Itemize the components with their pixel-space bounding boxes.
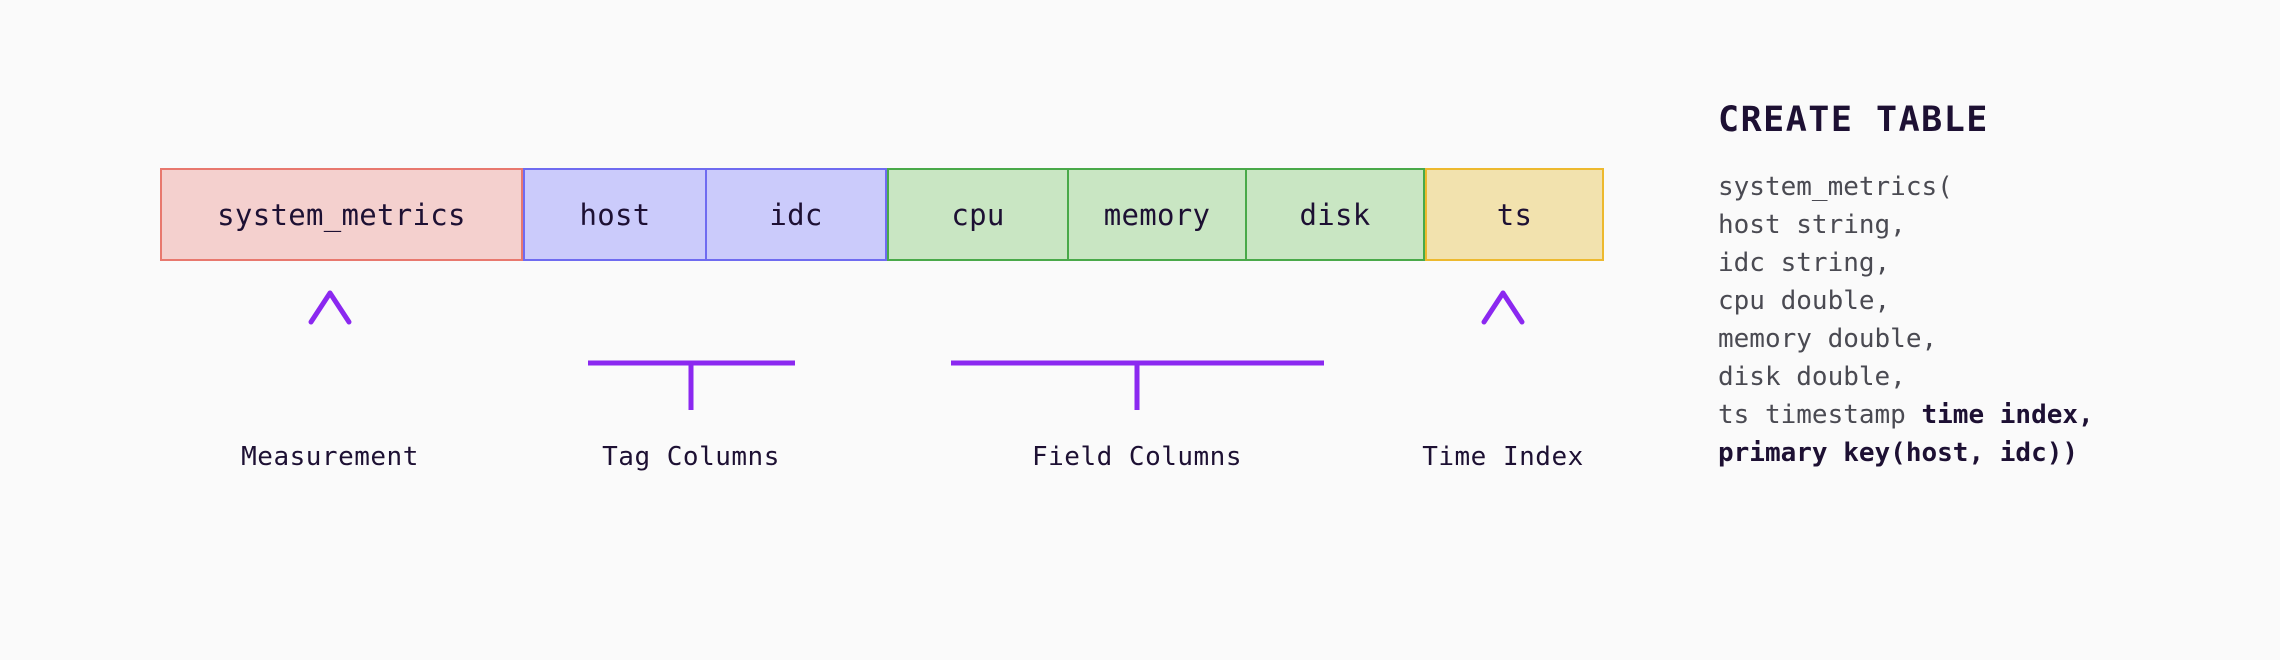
cell-memory[interactable]: memory xyxy=(1067,170,1245,259)
group-time-index[interactable]: ts xyxy=(1425,168,1604,261)
create-table-panel: CREATE TABLE system_metrics( host string… xyxy=(1718,100,2238,472)
code-line: disk double, xyxy=(1718,362,1906,392)
code-line: cpu double, xyxy=(1718,286,1891,316)
cell-idc[interactable]: idc xyxy=(705,170,885,259)
cell-cpu[interactable]: cpu xyxy=(951,197,1005,232)
label-measurement: Measurement xyxy=(241,442,419,472)
code-line: system_metrics( xyxy=(1718,172,1953,202)
bracket-tag-columns-icon xyxy=(587,300,796,410)
label-tag-columns: Tag Columns xyxy=(602,442,780,472)
arrow-measurement-icon xyxy=(308,290,352,412)
cell-system-metrics[interactable]: system_metrics xyxy=(217,197,466,232)
code-text-bold: time index, xyxy=(1921,400,2094,430)
group-field-columns[interactable]: cpu memory disk xyxy=(887,168,1425,261)
code-text-plain: ts timestamp xyxy=(1718,400,1922,430)
label-time-index: Time Index xyxy=(1422,442,1584,472)
code-line-primary-key: primary key(host, idc)) xyxy=(1718,434,2238,472)
code-line: idc string, xyxy=(1718,248,1891,278)
cell-host[interactable]: host xyxy=(579,197,651,232)
code-text-bold: primary key(host, idc)) xyxy=(1718,438,2079,468)
bracket-field-columns-icon xyxy=(950,300,1325,410)
group-measurement[interactable]: system_metrics xyxy=(160,168,523,261)
code-line: host string, xyxy=(1718,210,1906,240)
cell-disk[interactable]: disk xyxy=(1245,170,1423,259)
group-tag-columns[interactable]: host idc xyxy=(523,168,887,261)
code-panel-title: CREATE TABLE xyxy=(1718,100,1989,140)
code-line: memory double, xyxy=(1718,324,1938,354)
schema-row: system_metrics host idc cpu memory disk … xyxy=(160,168,1604,261)
arrow-time-index-icon xyxy=(1481,290,1525,412)
code-panel-body: system_metrics( host string, idc string,… xyxy=(1718,168,2238,472)
label-field-columns: Field Columns xyxy=(1032,442,1242,472)
code-line-ts: ts timestamp time index, xyxy=(1718,396,2238,434)
cell-ts[interactable]: ts xyxy=(1496,197,1533,232)
